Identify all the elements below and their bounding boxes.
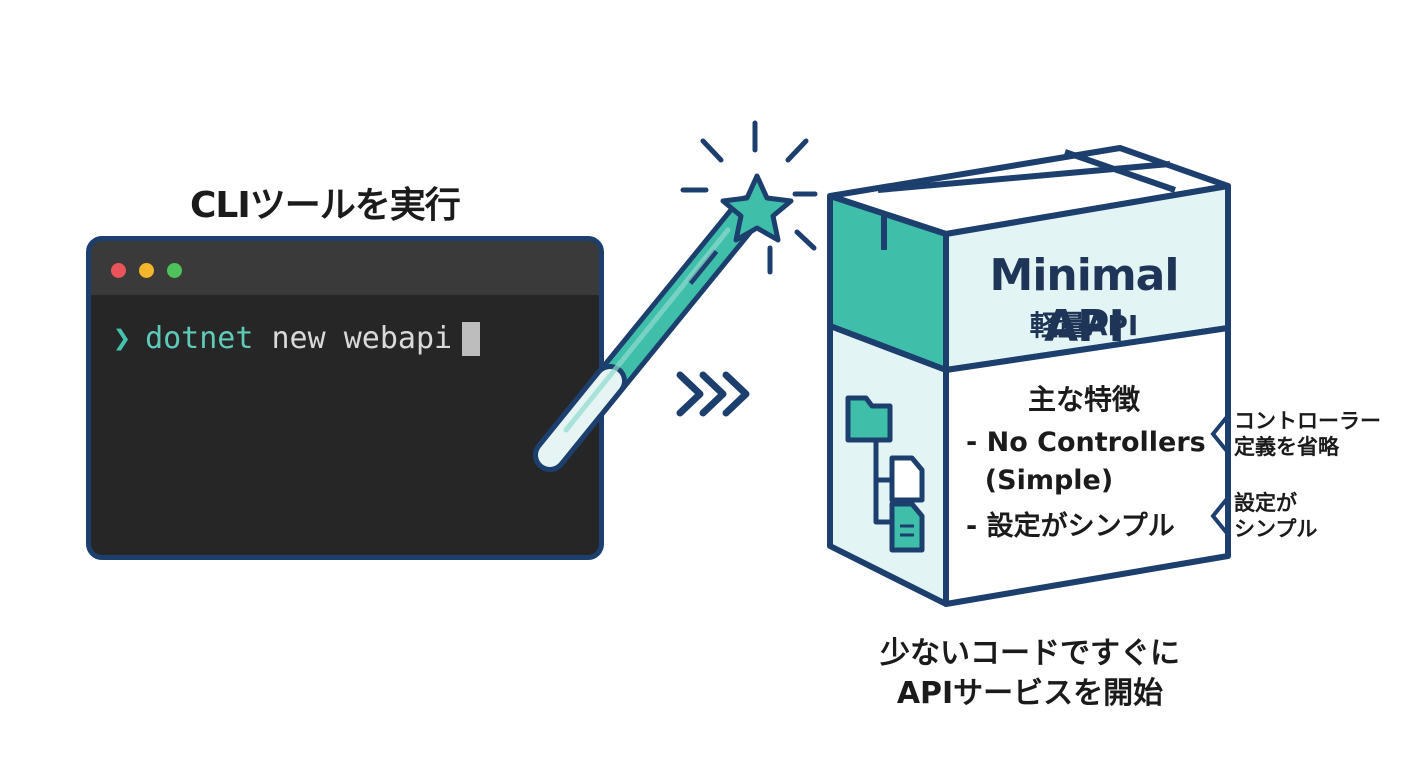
minimal-api-box: [827, 145, 1231, 607]
bottom-caption: 少ないコードですぐに APIサービスを開始: [820, 634, 1240, 714]
box-subtitle: 軽量API: [1029, 309, 1139, 342]
side-note-config: 設定が シンプル: [1234, 491, 1318, 541]
close-dot-icon: [111, 263, 126, 278]
cli-title: CLIツールを実行: [190, 185, 461, 226]
box-title: Minimal API: [989, 250, 1180, 352]
caption-line: 少ないコードですぐに: [880, 636, 1180, 671]
magic-wand-icon: [533, 195, 765, 472]
sparkle-icon: [680, 120, 818, 275]
text-cursor: [462, 321, 481, 356]
minimize-dot-icon: [139, 263, 154, 278]
terminal-title-bar: [91, 241, 599, 295]
star-icon: [720, 173, 794, 243]
caption-line: APIサービスを開始: [896, 676, 1164, 711]
feature-item: - No Controllers: [966, 427, 1206, 458]
features-title: 主な特徴: [1027, 383, 1140, 416]
command-name: dotnet: [145, 321, 254, 356]
command-args: new webapi: [253, 321, 453, 356]
prompt-chevron-icon: ❯: [113, 321, 132, 356]
callout-bracket-icon: [1210, 416, 1228, 534]
feature-item: (Simple): [966, 465, 1114, 496]
side-note-controllers: コントローラー 定義を省略: [1234, 409, 1381, 459]
terminal-command-line: ❯ dotnet new webapi: [113, 321, 481, 356]
feature-item: - 設定がシンプル: [966, 511, 1175, 542]
file-tree-icon: [845, 395, 925, 553]
terminal-window: ❯ dotnet new webapi: [86, 236, 604, 560]
maximize-dot-icon: [167, 263, 182, 278]
forward-chevrons-icon: [676, 371, 750, 417]
